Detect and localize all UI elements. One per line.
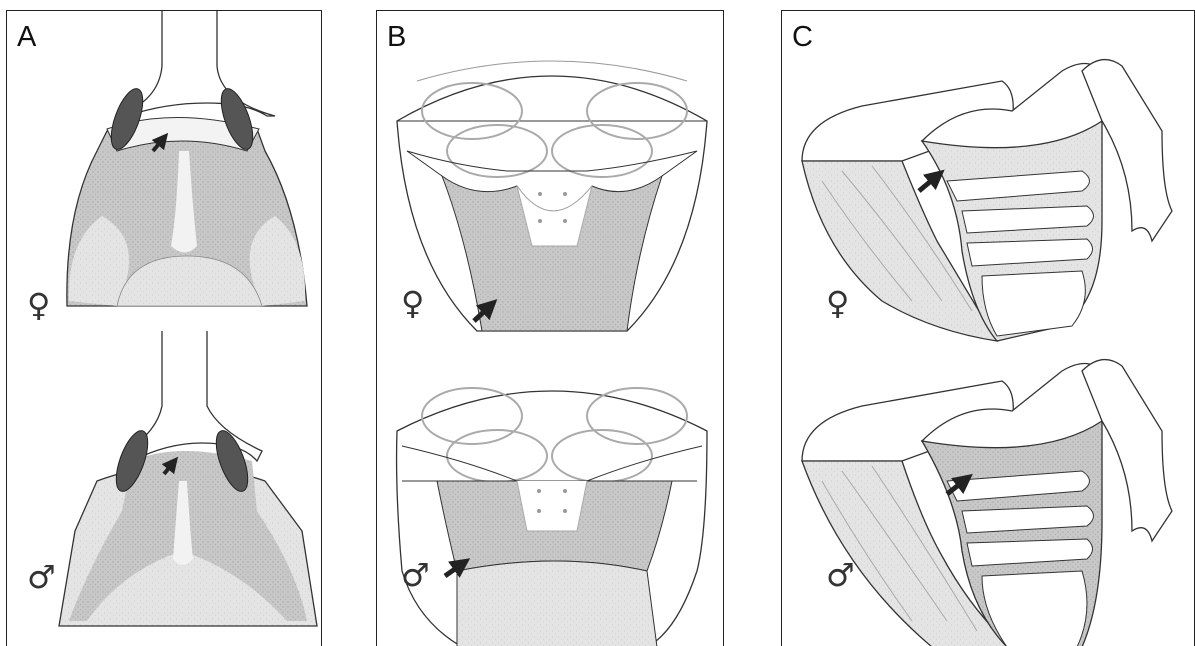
- male-symbol: ♂: [27, 561, 56, 593]
- panel-b-male-genital-plate: [397, 388, 707, 646]
- panel-a-illustration: [7, 11, 322, 646]
- female-symbol: ♀: [27, 289, 50, 321]
- panel-c-illustration: [782, 11, 1195, 646]
- female-symbol: ♀: [826, 287, 849, 319]
- panel-b: B ♀ ♂: [376, 10, 724, 646]
- panel-a-male-sternum: [59, 331, 317, 626]
- male-symbol: ♂: [826, 559, 855, 591]
- panel-label: C: [792, 21, 813, 54]
- panel-c-male-lateral-view: [802, 360, 1172, 646]
- male-symbol: ♂: [401, 559, 430, 591]
- panel-c-female-lateral-view: [802, 60, 1172, 341]
- panel-label: A: [17, 21, 36, 54]
- female-symbol: ♀: [401, 287, 424, 319]
- panel-label: B: [387, 21, 406, 54]
- panel-a-female-sternum: [67, 11, 307, 306]
- panel-c: C ♀ ♂: [781, 10, 1195, 646]
- panel-a: A ♀ ♂: [6, 10, 322, 646]
- arrow-icon: [919, 176, 937, 191]
- panel-b-female-genital-plate: [397, 61, 707, 331]
- panel-b-illustration: [377, 11, 724, 646]
